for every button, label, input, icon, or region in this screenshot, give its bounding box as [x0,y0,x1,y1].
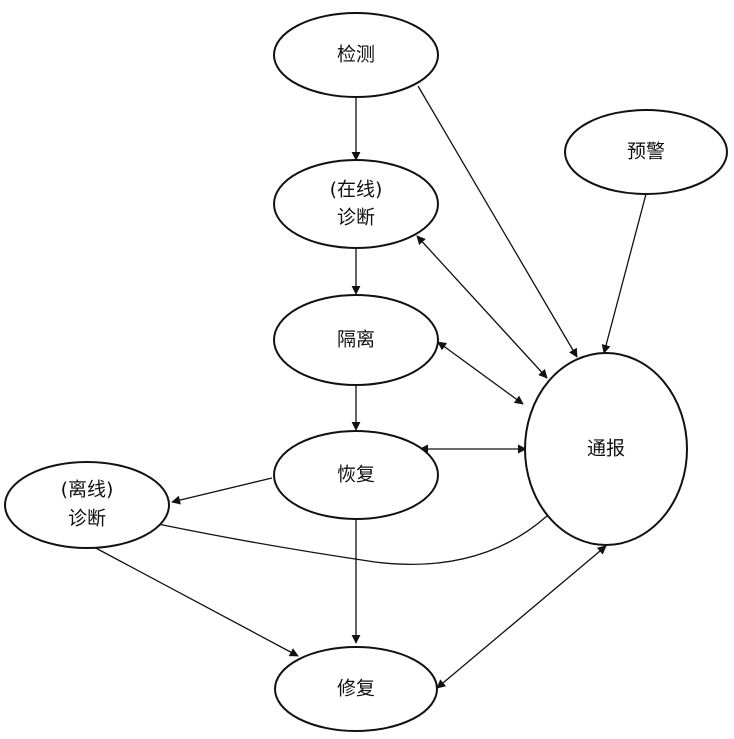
edge-offline-repair [91,545,299,657]
edge-offline-report [157,515,548,565]
edges-layer [91,85,647,689]
node-isolate-label: 隔离 [337,329,375,351]
edge-online-report [416,235,548,379]
node-repair: 修复 [274,646,438,732]
node-offline-diagnosis: (离线) 诊断 [4,461,170,549]
node-recover: 恢复 [273,430,439,520]
node-isolate: 隔离 [273,294,439,386]
node-online-diagnosis: (在线) 诊断 [273,159,439,249]
node-detect: 检测 [273,12,439,98]
node-warning: 预警 [564,109,728,195]
node-offline-label-line2: 诊断 [68,508,106,530]
edge-warning-report [601,193,647,354]
node-online-label-line1: (在线) [330,179,383,201]
node-online-label-line2: 诊断 [337,207,375,229]
node-report: 通报 [524,352,688,546]
edge-detect-report [417,85,578,358]
edge-isolate-report [437,341,524,405]
edge-recover-offline [171,477,273,505]
node-offline-label-line1: (离线) [61,479,114,501]
edge-repair-report [436,545,607,689]
node-recover-label: 恢复 [337,464,375,486]
node-detect-label: 检测 [337,44,375,66]
node-repair-label: 修复 [337,678,375,700]
node-warning-label: 预警 [627,141,665,163]
node-report-label: 通报 [587,438,625,460]
